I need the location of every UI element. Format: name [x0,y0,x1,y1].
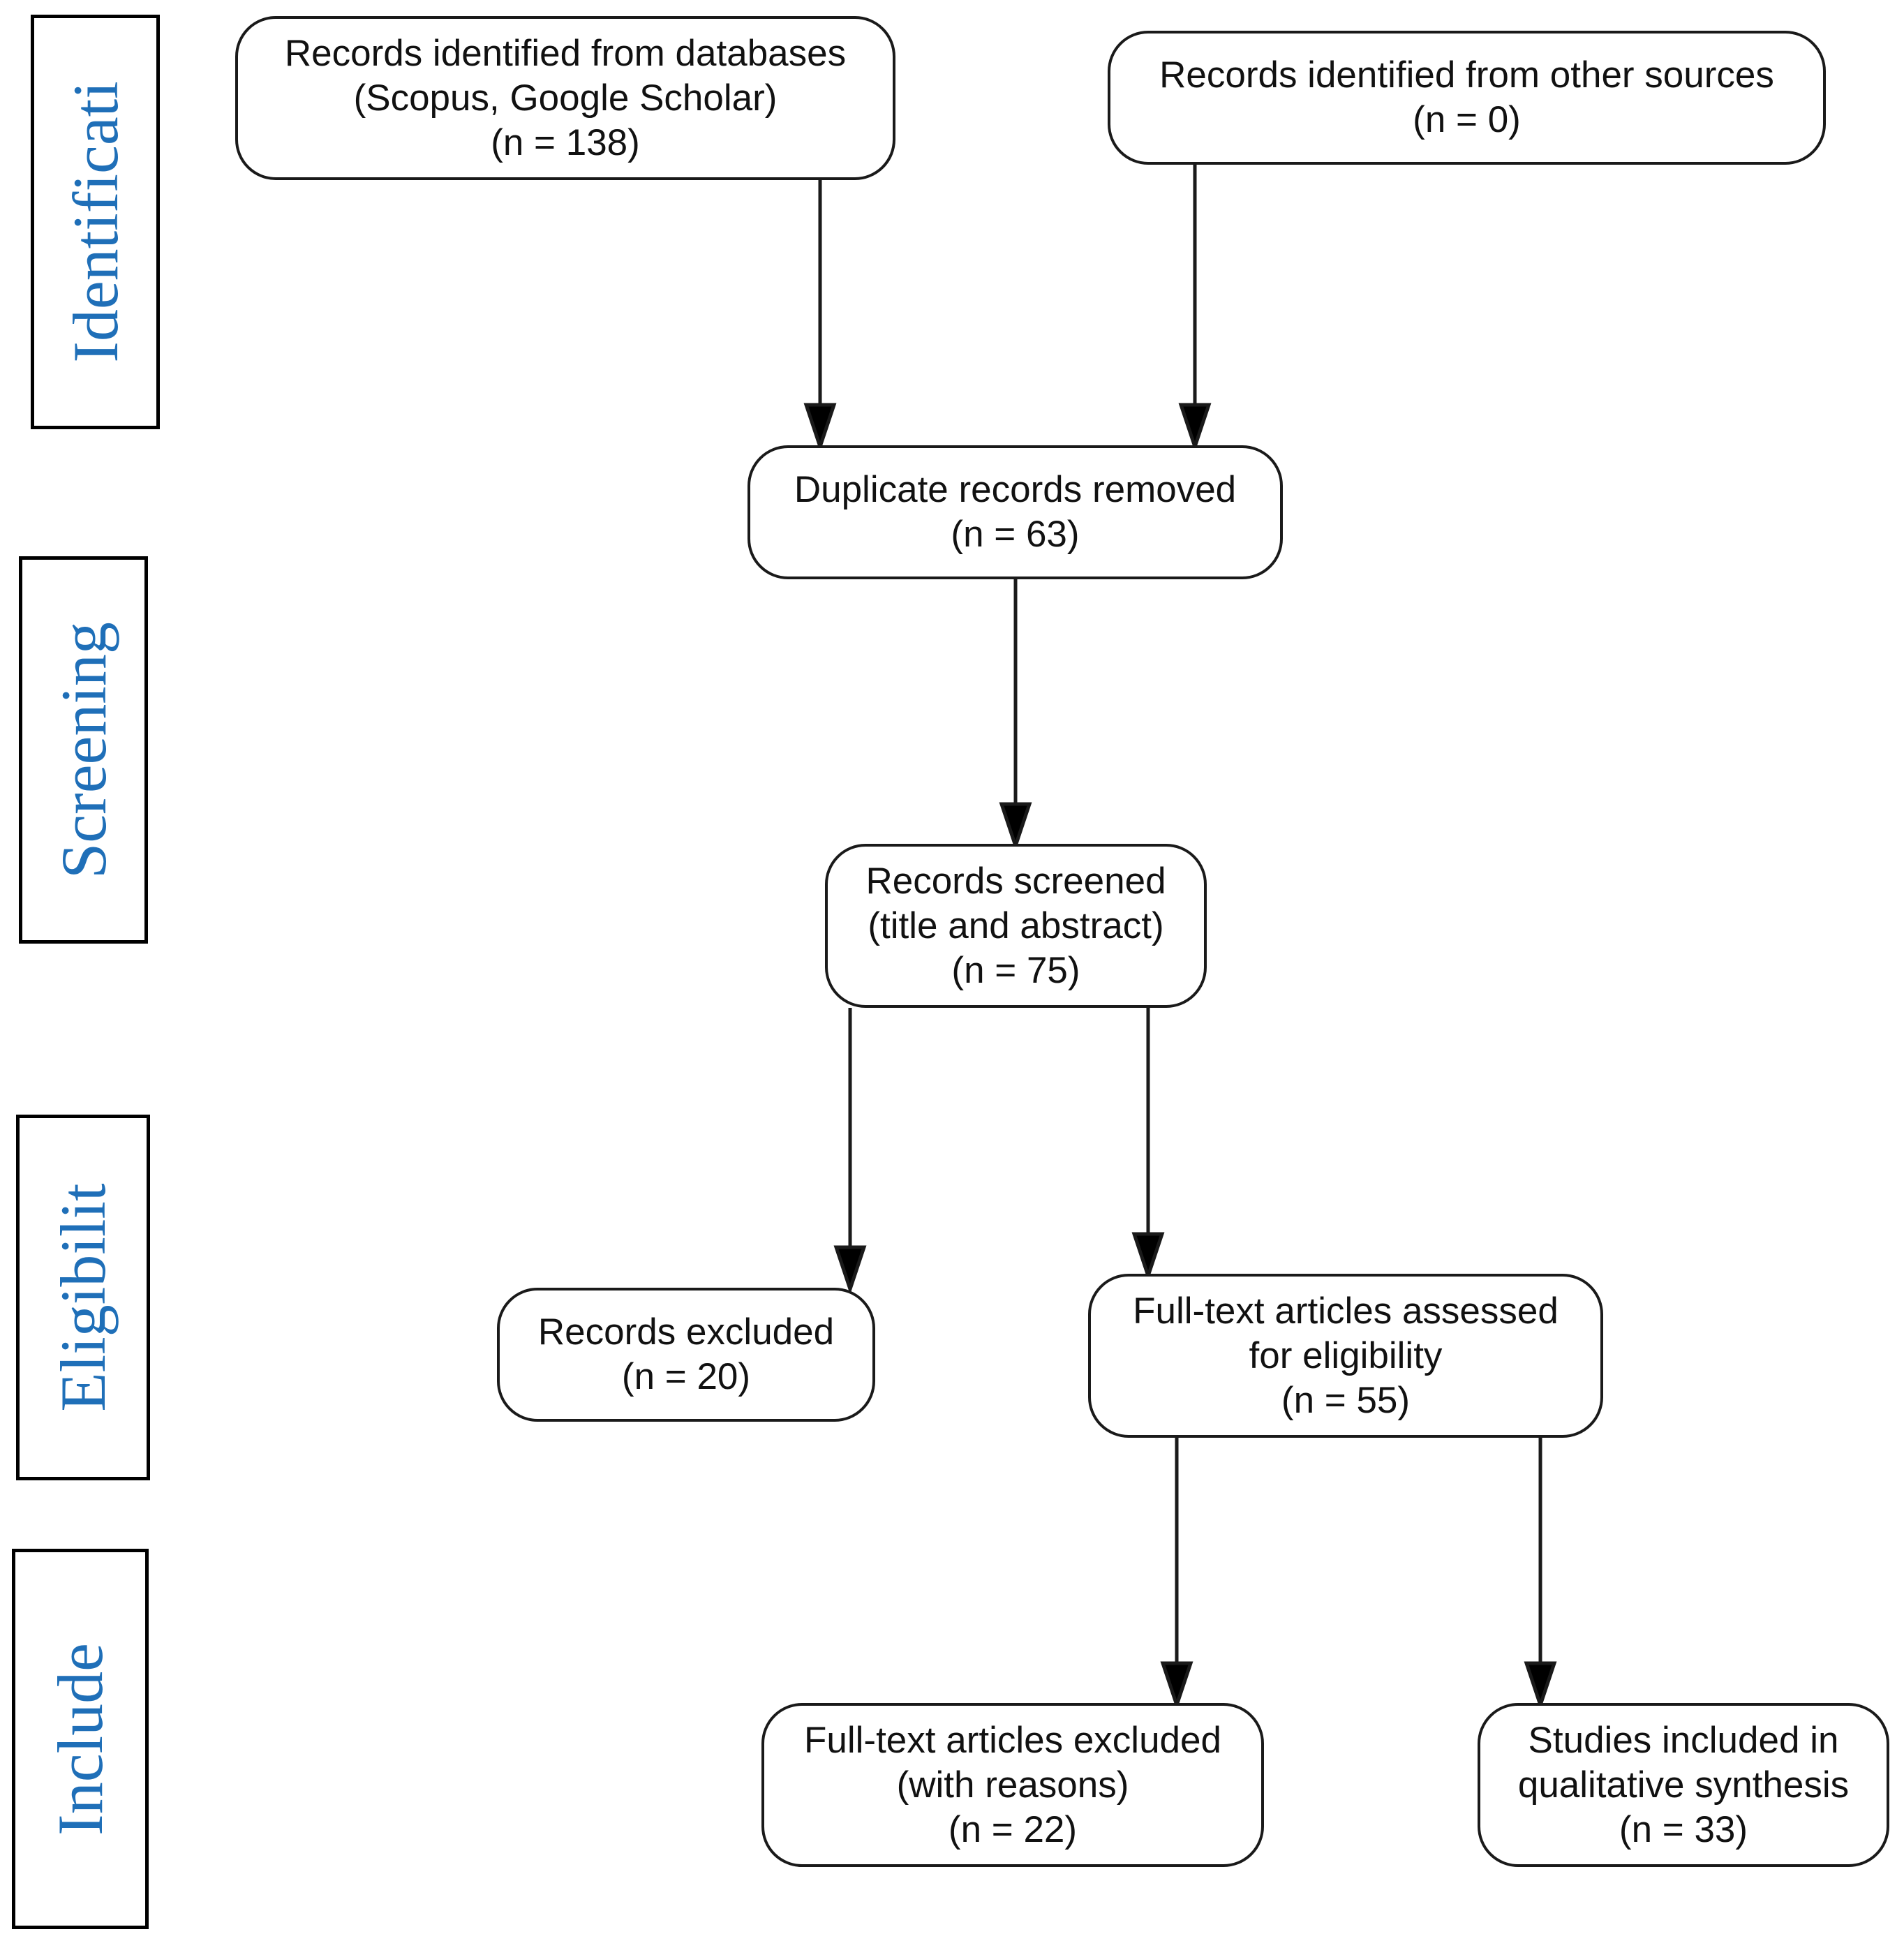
box-ft-excluded-line2: (with reasons) [896,1764,1129,1806]
box-records-other-sources: Records identified from other sources (n… [1108,31,1826,165]
box-included-count: (n = 33) [1619,1808,1748,1850]
arrowhead-fulltext [1131,1232,1165,1281]
box-screened-line2: (title and abstract) [868,905,1164,946]
phase-eligibility: Eligibilit [16,1115,150,1480]
box-excluded-count: (n = 20) [621,1356,751,1397]
box-databases-line1: Records identified from databases [284,32,847,74]
phase-identification: Identificati [31,15,160,429]
arrowhead-screened [999,802,1032,851]
arrowhead-included [1524,1661,1557,1711]
box-screened-line1: Records screened [865,860,1166,902]
box-duplicates-line1: Duplicate records removed [794,469,1237,510]
box-fulltext-line1: Full-text articles assessed [1133,1290,1559,1332]
box-studies-included: Studies included in qualitative synthesi… [1478,1703,1889,1867]
phase-included-label: Include [45,1642,116,1836]
box-screened-count: (n = 75) [951,949,1080,991]
box-fulltext-excluded: Full-text articles excluded (with reason… [761,1703,1264,1867]
box-fulltext-assessed: Full-text articles assessed for eligibil… [1088,1274,1603,1438]
phase-eligibility-label: Eligibilit [47,1183,119,1412]
box-included-line1: Studies included in [1528,1719,1839,1761]
box-ft-excluded-line1: Full-text articles excluded [804,1719,1221,1761]
box-records-databases: Records identified from databases (Scopu… [235,16,895,180]
phase-included: Include [12,1549,149,1929]
arrowhead-ft-excluded [1160,1661,1193,1711]
arrowhead-other [1178,403,1212,452]
phase-screening: Screening [19,556,148,944]
box-other-line1: Records identified from other sources [1159,54,1774,96]
box-fulltext-line2: for eligibility [1249,1334,1443,1376]
box-databases-line2: (Scopus, Google Scholar) [353,77,778,119]
arrowhead-excluded [833,1245,867,1295]
box-duplicates-removed: Duplicate records removed (n = 63) [748,445,1283,579]
box-duplicates-count: (n = 63) [951,514,1080,555]
box-ft-excluded-count: (n = 22) [948,1808,1078,1850]
phase-screening-label: Screening [47,621,119,879]
box-other-count: (n = 0) [1413,99,1521,140]
box-fulltext-count: (n = 55) [1281,1379,1411,1421]
box-excluded-line1: Records excluded [537,1311,835,1353]
phase-identification-label: Identificati [59,81,131,363]
box-included-line2: qualitative synthesis [1517,1764,1850,1806]
box-records-excluded: Records excluded (n = 20) [497,1288,875,1422]
box-databases-count: (n = 138) [491,121,640,163]
box-records-screened: Records screened (title and abstract) (n… [825,844,1207,1008]
arrowhead-databases [803,403,837,452]
